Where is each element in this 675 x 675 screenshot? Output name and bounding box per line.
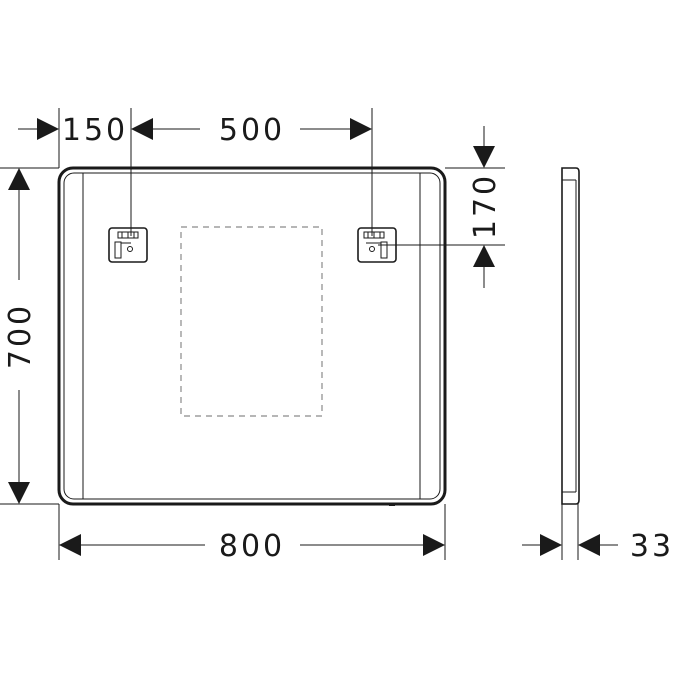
bottom-dimension: 800: [58, 504, 446, 564]
dim-500-label: 500: [219, 113, 285, 148]
arrow-150-left: [37, 118, 59, 140]
dim-33-label: 33: [630, 529, 674, 564]
arrow-700-top: [8, 168, 30, 190]
arrow-33-left: [540, 534, 562, 556]
arrow-700-bottom: [8, 482, 30, 504]
dashed-cabinet-outline: [180, 226, 323, 417]
bottom-marker: [389, 503, 395, 506]
depth-dimension: 33: [522, 504, 674, 564]
arrow-800-right: [423, 534, 445, 556]
arrow-170-bottom: [473, 245, 495, 267]
mirror-inner-edge: [63, 172, 441, 500]
top-dimension: 150 500: [18, 108, 373, 236]
arrow-800-left: [59, 534, 81, 556]
arrow-500-left: [131, 118, 153, 140]
mirror-side-view: [561, 167, 580, 505]
mirror-outer-frame: [57, 166, 447, 506]
dim-700-label: 700: [3, 303, 38, 369]
left-mounting-bracket: [108, 227, 148, 263]
arrow-500-right: [350, 118, 372, 140]
arrow-33-right: [578, 534, 600, 556]
dim-170-label: 170: [468, 173, 503, 239]
dim-150-label: 150: [62, 113, 128, 148]
bracket-drop-dimension: 170: [378, 126, 505, 288]
left-dimension: 700: [0, 167, 59, 505]
arrow-170-top: [473, 146, 495, 168]
dim-800-label: 800: [219, 529, 285, 564]
mirror-front-view: [57, 166, 447, 506]
